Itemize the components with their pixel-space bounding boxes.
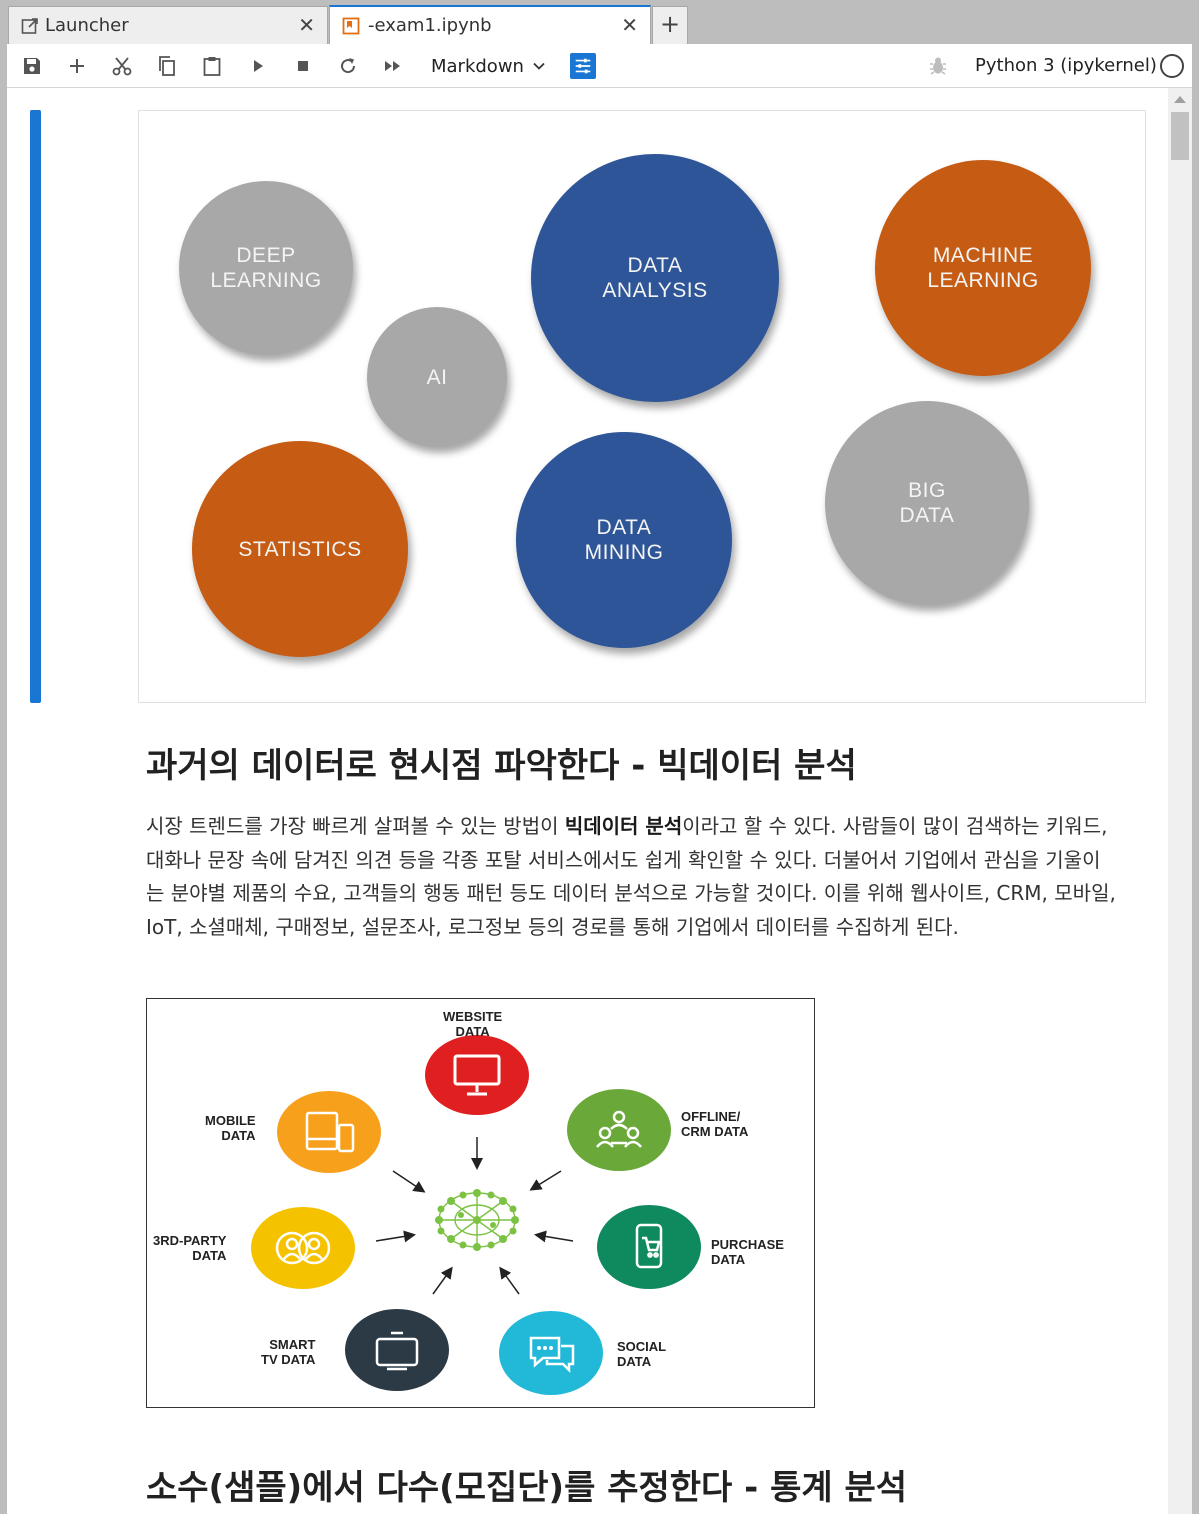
source-label: PURCHASE DATA bbox=[711, 1237, 784, 1267]
social-data-source bbox=[499, 1311, 603, 1395]
third-party-data-source bbox=[251, 1207, 355, 1289]
source-label: MOBILE DATA bbox=[205, 1113, 256, 1143]
arrow bbox=[392, 1170, 426, 1193]
section-paragraph-bigdata: 시장 트렌드를 가장 빠르게 살펴볼 수 있는 방법이 빅데이터 분석이라고 할… bbox=[146, 814, 1116, 939]
notebook-toolbar: Markdown Python 3 (ipykernel) bbox=[7, 44, 1192, 88]
notebook-icon bbox=[342, 17, 360, 34]
tab-launcher[interactable]: Launcher ✕ bbox=[8, 6, 328, 44]
arrow bbox=[529, 1170, 562, 1191]
scroll-thumb[interactable] bbox=[1171, 112, 1189, 160]
ai-fields-bubble-image: DEEP LEARNING AI DATA ANALYSIS MACHINE L… bbox=[138, 110, 1146, 703]
kernel-name[interactable]: Python 3 (ipykernel) bbox=[975, 55, 1157, 76]
external-launcher-icon bbox=[21, 17, 38, 34]
bubble-machine-learning: MACHINE LEARNING bbox=[875, 160, 1091, 376]
phone-cart-icon bbox=[635, 1223, 663, 1269]
fast-forward-icon bbox=[385, 61, 400, 71]
cell-type-dropdown[interactable]: Markdown bbox=[431, 52, 546, 80]
interrupt-button[interactable] bbox=[290, 53, 316, 79]
mobile-data-source bbox=[277, 1091, 381, 1173]
arrow bbox=[534, 1230, 574, 1243]
run-button[interactable] bbox=[245, 53, 271, 79]
notebook-scrollbar[interactable] bbox=[1168, 88, 1192, 1514]
arrow bbox=[375, 1230, 416, 1243]
offline-crm-data-source bbox=[567, 1089, 671, 1171]
save-icon bbox=[24, 58, 40, 74]
copy-icon bbox=[159, 56, 175, 76]
chevron-down-icon bbox=[533, 62, 545, 70]
bubble-statistics: STATISTICS bbox=[192, 441, 408, 657]
arrows-layer bbox=[375, 1137, 574, 1295]
paste-button[interactable] bbox=[199, 53, 225, 79]
property-inspector-button[interactable] bbox=[570, 53, 596, 79]
notebook-panel: DEEP LEARNING AI DATA ANALYSIS MACHINE L… bbox=[7, 88, 1168, 1514]
play-icon bbox=[254, 60, 263, 72]
refresh-icon bbox=[341, 58, 356, 74]
active-cell-indicator[interactable] bbox=[30, 110, 41, 703]
insert-cell-button[interactable] bbox=[64, 53, 90, 79]
data-hub-icon bbox=[435, 1189, 519, 1251]
debugger-bug-icon[interactable] bbox=[927, 55, 949, 77]
purchase-data-source bbox=[597, 1205, 701, 1289]
website-data-source bbox=[425, 1035, 529, 1115]
run-all-button[interactable] bbox=[380, 53, 406, 79]
source-label: OFFLINE/ CRM DATA bbox=[681, 1109, 749, 1139]
scissors-icon bbox=[112, 57, 132, 76]
arrow bbox=[499, 1266, 520, 1295]
data-sources-image: WEBSITE DATA OFFLINE/ CRM DATA PURCHASE … bbox=[146, 998, 815, 1408]
section-heading-bigdata: 과거의 데이터로 현시점 파악한다 - 빅데이터 분석 bbox=[146, 746, 857, 786]
smart-tv-data-source bbox=[345, 1309, 449, 1391]
clipboard-icon bbox=[203, 57, 221, 76]
window-edge bbox=[1192, 44, 1199, 1514]
chat-bubbles-icon bbox=[529, 1336, 575, 1374]
source-label: SOCIAL DATA bbox=[617, 1339, 667, 1369]
bubble-deep-learning: DEEP LEARNING bbox=[179, 181, 353, 355]
bubble-data-mining: DATA MINING bbox=[516, 432, 732, 648]
add-icon bbox=[70, 59, 84, 73]
kernel-status-icon bbox=[1160, 54, 1184, 78]
arrow bbox=[432, 1266, 453, 1295]
bubble-big-data: BIG DATA bbox=[825, 401, 1029, 605]
devices-icon bbox=[305, 1111, 355, 1153]
close-icon[interactable]: ✕ bbox=[621, 13, 638, 37]
save-button[interactable] bbox=[19, 53, 45, 79]
tab-notebook[interactable]: -exam1.ipynb ✕ bbox=[329, 5, 651, 44]
cell-type-label: Markdown bbox=[431, 55, 524, 77]
restart-button[interactable] bbox=[335, 53, 361, 79]
copy-button[interactable] bbox=[154, 53, 180, 79]
cut-button[interactable] bbox=[109, 53, 135, 79]
source-label: 3RD-PARTY DATA bbox=[153, 1233, 227, 1263]
tv-icon bbox=[375, 1331, 419, 1371]
people-group-icon bbox=[596, 1110, 642, 1148]
new-tab-button[interactable]: + bbox=[652, 6, 688, 44]
bold-term: 빅데이터 분석 bbox=[564, 814, 683, 838]
monitor-icon bbox=[453, 1054, 501, 1096]
tab-bar: Launcher ✕ -exam1.ipynb ✕ + bbox=[0, 0, 1199, 44]
users-icon bbox=[275, 1231, 331, 1265]
scroll-up-arrow-icon[interactable] bbox=[1174, 96, 1186, 103]
tab-label: Launcher bbox=[45, 15, 129, 36]
source-label: WEBSITE DATA bbox=[443, 1009, 503, 1039]
bubble-ai: AI bbox=[367, 307, 507, 447]
sliders-icon bbox=[575, 58, 591, 74]
section-heading-statistics: 소수(샘플)에서 다수(모집단)를 추정한다 - 통계 분석 bbox=[146, 1468, 908, 1508]
close-icon[interactable]: ✕ bbox=[298, 13, 315, 37]
bubble-data-analysis: DATA ANALYSIS bbox=[531, 154, 779, 402]
stop-icon bbox=[298, 61, 308, 71]
tab-label: -exam1.ipynb bbox=[368, 15, 492, 36]
source-label: SMART TV DATA bbox=[261, 1337, 316, 1367]
